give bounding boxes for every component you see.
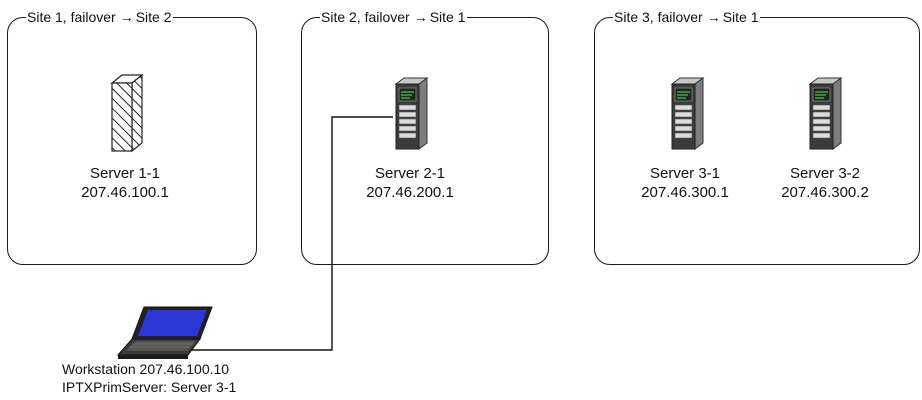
workstation-primary-server: IPTXPrimServer: Server 3-1 [62,379,237,395]
server-name: Server 3-1 [649,165,721,182]
server-1-1-label: Server 1-1 207.46.100.1 [60,164,190,202]
server-3-1-label: Server 3-1 207.46.300.1 [620,164,750,202]
site-1-title: Site 1, failover→Site 2 [26,8,173,26]
site-1-box: Site 1, failover→Site 2 [7,8,257,265]
server-ip: 207.46.300.1 [641,184,729,201]
site-2-failover-target: Site 1 [429,9,466,25]
failed-server-icon [110,73,144,153]
server-ip: 207.46.200.1 [366,184,454,201]
laptop-icon [116,306,213,359]
site-3-failover-target: Site 1 [722,9,759,25]
site-3-title: Site 3, failover→Site 1 [613,8,760,26]
site-2-title: Site 2, failover→Site 1 [320,8,467,26]
server-name: Server 1-1 [89,165,161,182]
site-1-failover-target: Site 2 [135,9,172,25]
server-2-1-label: Server 2-1 207.46.200.1 [345,164,475,202]
server-tower-icon [808,77,843,150]
site-3-box: Site 3, failover→Site 1 [594,8,920,265]
workstation-label: Workstation 207.46.100.10 IPTXPrimServer… [62,360,236,396]
site-2-name: Site 2, failover [321,9,410,25]
workstation-address: Workstation 207.46.100.10 [62,361,230,377]
server-tower-icon [394,77,429,150]
site-1-name: Site 1, failover [27,9,116,25]
server-name: Server 3-2 [789,165,861,182]
site-2-box: Site 2, failover→Site 1 [301,8,549,265]
server-ip: 207.46.300.2 [781,184,869,201]
failover-arrow-icon: → [413,9,428,25]
failover-arrow-icon: → [119,9,134,25]
server-3-2-label: Server 3-2 207.46.300.2 [760,164,890,202]
failover-arrow-icon: → [706,9,721,25]
server-ip: 207.46.100.1 [81,184,169,201]
server-tower-icon [670,77,705,150]
server-name: Server 2-1 [374,165,446,182]
site-3-name: Site 3, failover [614,9,703,25]
